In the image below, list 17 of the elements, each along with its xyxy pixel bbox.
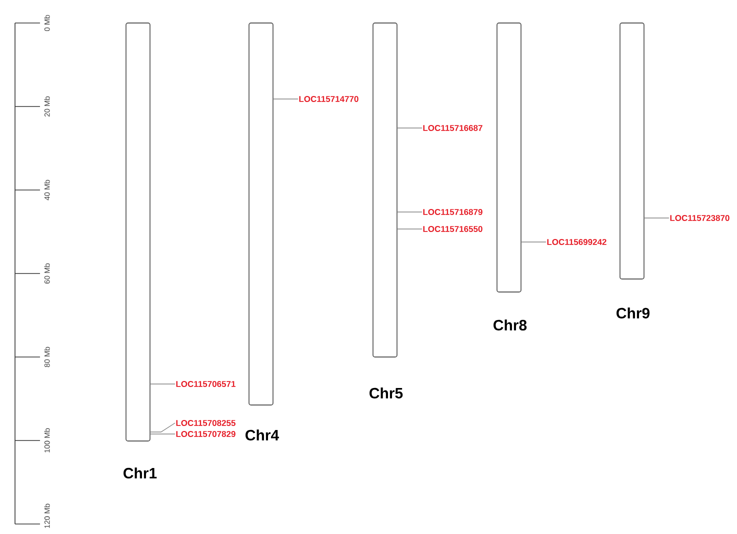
- chromosome-label: Chr1: [124, 467, 157, 478]
- gene-label: LOC115716550: [423, 226, 482, 232]
- chromosome-label: Chr8: [494, 319, 527, 330]
- gene-label: LOC115716879: [423, 209, 482, 215]
- gene-label: LOC115706571: [176, 381, 236, 387]
- leader-line: [396, 228, 422, 230]
- chromosome-label: Chr5: [370, 387, 403, 398]
- gene-label: LOC115714770: [299, 96, 358, 102]
- leader-line: [272, 98, 298, 100]
- gene-label: LOC115699242: [547, 239, 606, 245]
- gene-label: LOC115708255: [176, 420, 236, 426]
- gene-label: LOC115723870: [670, 214, 730, 221]
- chromosome-label: Chr4: [246, 429, 279, 440]
- leader-line: [150, 422, 176, 432]
- gene-label: LOC115716687: [423, 125, 482, 131]
- chromosome-label: Chr9: [616, 307, 650, 318]
- gene-label: LOC115707829: [176, 431, 236, 437]
